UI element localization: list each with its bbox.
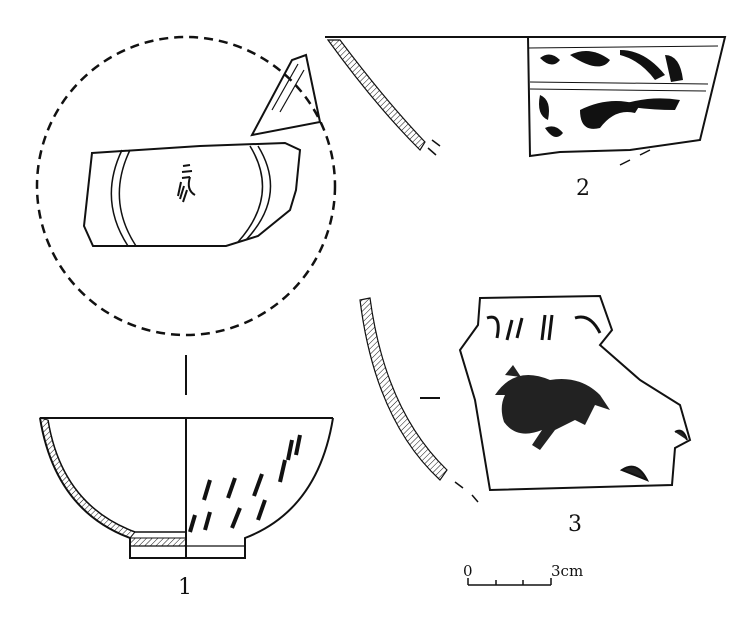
animal-motif [495, 365, 610, 450]
bowl-1-drawing [39, 417, 334, 559]
sherd-3-outline [458, 294, 692, 492]
scale-bar [467, 578, 552, 586]
figure-1-label: 1 [178, 575, 192, 600]
detail-circle [35, 35, 337, 337]
brush-strokes [188, 434, 302, 533]
rim-sherd-outline [250, 53, 322, 137]
figure-2-label: 2 [576, 176, 590, 201]
bowl-2-drawing [325, 36, 727, 166]
base-sherd-outline [82, 141, 302, 247]
sherd-3-drawing [359, 294, 692, 503]
figure-3-label: 3 [568, 512, 582, 537]
scale-end-label: 3cm [551, 562, 584, 580]
floral-pattern [539, 50, 683, 137]
inscription-glyph [177, 164, 196, 203]
sherd-2-outline [526, 36, 727, 158]
scale-start-label: 0 [463, 562, 473, 580]
